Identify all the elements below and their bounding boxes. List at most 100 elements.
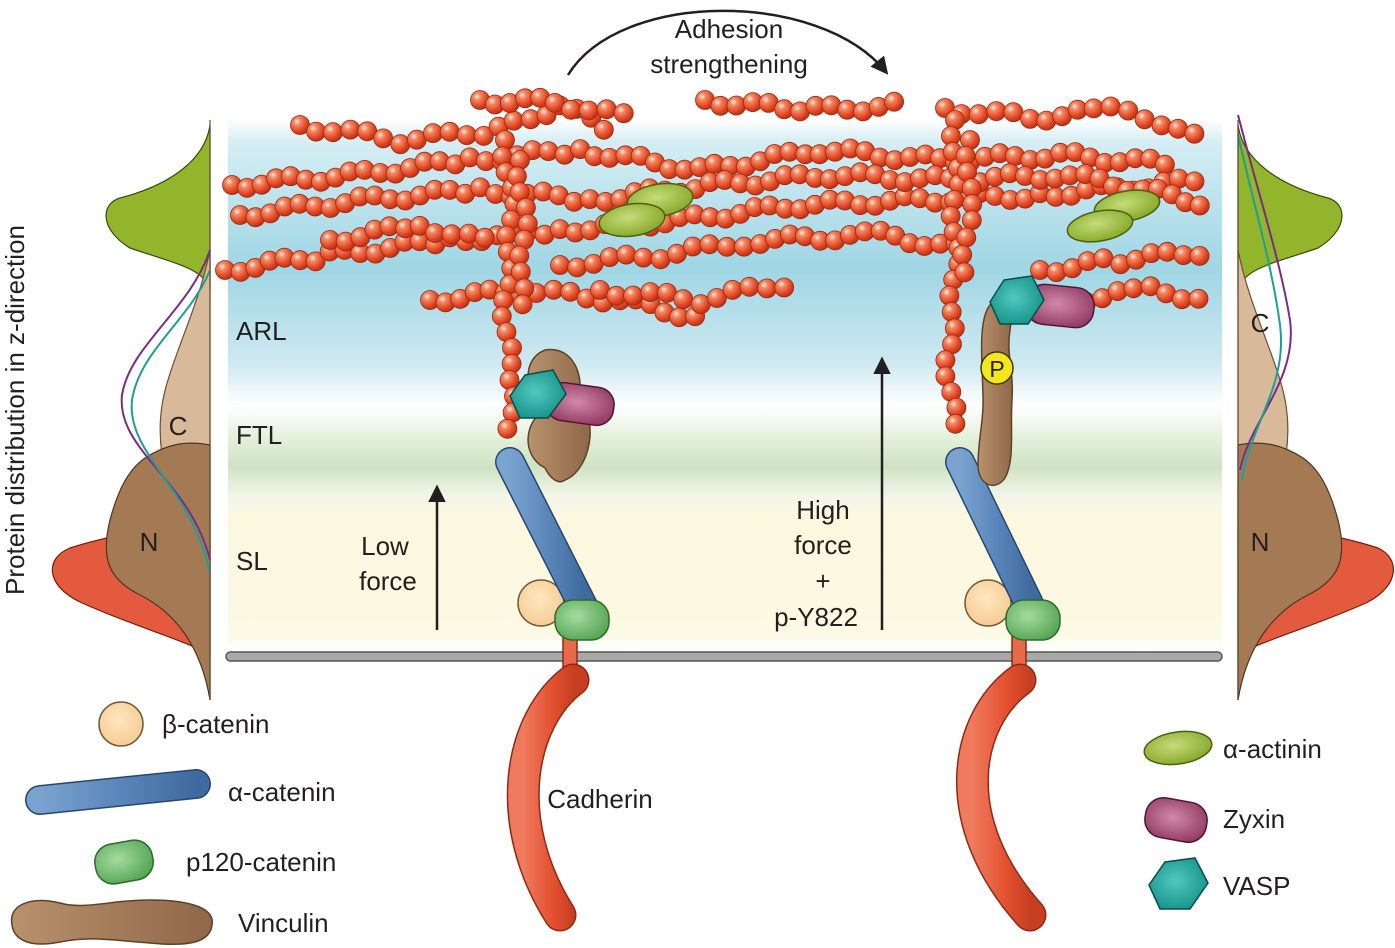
actin-bead xyxy=(593,119,614,140)
actin-bead xyxy=(425,223,445,244)
actin-bead xyxy=(1189,245,1210,266)
beta-catenin-right xyxy=(964,579,1012,627)
high-force-label-line1: High xyxy=(796,495,849,525)
actin-bead xyxy=(323,122,343,143)
legend-vinculin-label: Vinculin xyxy=(238,908,329,938)
actin-bead xyxy=(561,99,581,120)
actin-bead xyxy=(596,99,617,120)
actin-bead xyxy=(613,103,634,124)
legend-beta-catenin-icon xyxy=(98,701,144,747)
legend-left: β-catenin α-catenin p120-catenin Vinculi… xyxy=(10,701,336,946)
high-force-label-line2: force xyxy=(794,530,852,560)
actin-bead xyxy=(623,285,643,306)
actin-bead xyxy=(390,134,411,155)
legend-zyxin-label: Zyxin xyxy=(1223,804,1285,834)
actin-bead xyxy=(340,119,361,140)
dist-left-n-label: N xyxy=(140,527,159,557)
actin-bead xyxy=(757,278,777,299)
actin-bead xyxy=(550,255,570,275)
legend-zyxin-icon xyxy=(1144,797,1208,843)
actin-bead xyxy=(599,247,620,268)
actin-bead xyxy=(1003,102,1024,123)
actin-bead xyxy=(1093,248,1114,269)
actin-bead xyxy=(497,418,518,439)
dist-left-c-label: C xyxy=(169,411,188,441)
dist-left-brown xyxy=(105,442,211,701)
actin-bead xyxy=(682,236,703,257)
actin-bead xyxy=(707,288,727,308)
actin-bead xyxy=(945,413,966,434)
right-adhesion-complex: P xyxy=(945,275,1095,932)
actin-bead xyxy=(1030,260,1050,280)
phospho-label: P xyxy=(989,356,1004,382)
actin-bead xyxy=(722,279,743,300)
actin-bead xyxy=(941,302,962,322)
actin-bead xyxy=(510,261,531,282)
actin-bead xyxy=(954,262,975,283)
actin-bead xyxy=(1151,115,1172,136)
dist-right-brown xyxy=(1237,442,1343,701)
distribution-left: C N xyxy=(51,120,211,701)
alpha-actinin-left-2 xyxy=(598,202,666,238)
vasp-right xyxy=(989,275,1045,325)
legend-vasp-icon xyxy=(1148,857,1209,910)
actin-bead xyxy=(884,91,904,112)
actin-bead xyxy=(726,95,747,116)
actin-bead xyxy=(1134,109,1155,130)
actin-bead xyxy=(578,100,599,121)
actin-bead xyxy=(495,130,515,150)
actin-bead xyxy=(441,224,462,245)
actin-bead xyxy=(1184,123,1205,144)
adhesion-label-line2: strengthening xyxy=(650,49,808,79)
actin-bead xyxy=(1118,100,1139,121)
legend-alpha-actinin-icon xyxy=(1143,730,1213,766)
layer-label-sl: SL xyxy=(236,546,268,576)
actin-filament-network xyxy=(215,87,1210,439)
actin-bead xyxy=(456,125,477,146)
actin-bead xyxy=(739,276,760,297)
actin-bead xyxy=(1157,241,1178,262)
actin-bead xyxy=(1123,278,1144,299)
legend-vasp-label: VASP xyxy=(1223,871,1290,901)
vasp-left xyxy=(509,369,567,419)
layer-label-arl: ARL xyxy=(236,316,287,346)
high-force-label-line4: p-Y822 xyxy=(774,602,858,632)
layer-label-ftl: FTL xyxy=(236,420,282,450)
actin-bead xyxy=(606,285,627,306)
side-axis-label: Protein distribution in z-direction xyxy=(0,225,30,595)
actin-bead xyxy=(439,121,460,142)
cell-membrane xyxy=(225,651,1223,662)
actin-bead xyxy=(512,294,533,315)
high-force-label-line3: + xyxy=(815,566,830,596)
dist-right-green xyxy=(1237,124,1343,291)
dist-left-green xyxy=(105,124,211,291)
actin-bead xyxy=(503,110,524,131)
actin-bead xyxy=(1083,98,1104,119)
actin-bead xyxy=(699,234,720,255)
dist-left-purple-trace xyxy=(120,249,211,561)
distribution-right: C N xyxy=(1237,114,1394,701)
actin-bead xyxy=(543,279,564,300)
legend-vinculin-icon xyxy=(10,899,213,946)
actin-bead xyxy=(633,247,654,268)
legend-p120-catenin-icon xyxy=(94,839,154,885)
actin-bead xyxy=(717,236,737,257)
actin-bead xyxy=(673,289,694,310)
actin-bead xyxy=(1184,171,1205,192)
dist-right-n-label: N xyxy=(1251,527,1270,557)
legend-alpha-actinin-label: α-actinin xyxy=(1223,734,1322,764)
actin-bead xyxy=(510,150,530,170)
actin-bead xyxy=(1100,96,1121,117)
actin-bead xyxy=(538,141,559,162)
actin-bead xyxy=(306,121,327,142)
dist-right-c-label: C xyxy=(1251,308,1270,338)
p120-catenin-right xyxy=(1005,599,1061,641)
actin-bead xyxy=(1155,154,1175,175)
actin-bead xyxy=(774,277,795,298)
actin-bead xyxy=(986,101,1007,121)
actin-bead xyxy=(734,236,754,257)
actin-bead xyxy=(305,251,326,272)
actin-bead xyxy=(1172,289,1192,310)
alpha-actinin-right-2 xyxy=(1066,209,1134,243)
